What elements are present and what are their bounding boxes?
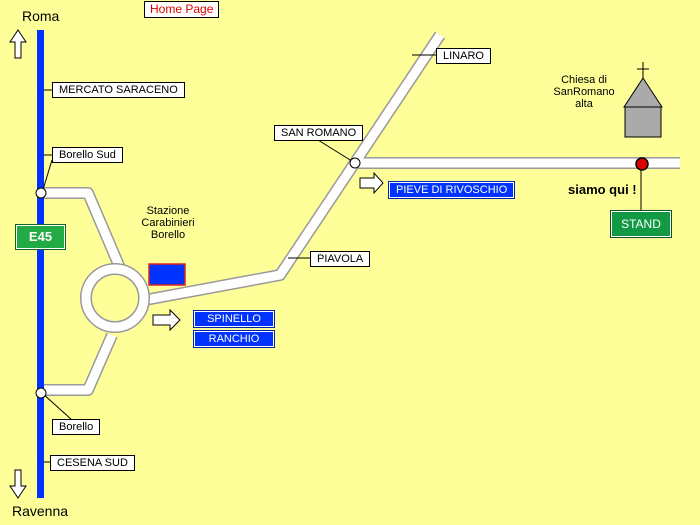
north-direction-label: Roma <box>22 8 60 24</box>
highway-shield: E45 <box>15 224 66 250</box>
church-label-line3: alta <box>575 98 593 110</box>
destination-ranchio: RANCHIO <box>193 330 275 348</box>
junction-borello-sud <box>35 187 47 199</box>
highway-e45 <box>37 30 44 498</box>
junction-san-romano <box>349 157 361 169</box>
church-label-line1: Chiesa di <box>561 74 607 86</box>
label-piavola: PIAVOLA <box>310 251 371 267</box>
label-borello: Borello <box>52 419 101 435</box>
carabinieri-station <box>148 263 186 286</box>
arrow-down-icon <box>9 469 27 499</box>
destination-pieve-di-rivoschio: PIEVE DI RIVOSCHIO <box>387 181 516 199</box>
arrow-right-icon <box>359 171 384 195</box>
label-mercato-saraceno: MERCATO SARACENO <box>52 82 185 98</box>
carabinieri-label-line2: Carabinieri <box>141 217 195 229</box>
location-marker-icon <box>635 157 649 171</box>
arrow-right-icon <box>152 308 181 332</box>
south-direction-label: Ravenna <box>12 503 69 519</box>
junction-borello <box>35 387 47 399</box>
label-borello-sud: Borello Sud <box>52 147 123 163</box>
label-cesena-sud: CESENA SUD <box>50 455 135 471</box>
stand-badge: STAND <box>610 210 672 238</box>
church-icon <box>623 77 663 138</box>
church-label: Chiesa di SanRomano alta <box>548 74 620 110</box>
destination-spinello: SPINELLO <box>193 310 275 328</box>
label-linaro: LINARO <box>436 48 491 64</box>
you-are-here-label: siamo qui ! <box>568 182 637 197</box>
home-page-link[interactable]: Home Page <box>144 1 220 18</box>
leader-lines <box>41 54 649 463</box>
carabinieri-label-line3: Borello <box>150 229 186 241</box>
roads <box>42 31 680 396</box>
arrow-up-icon <box>9 29 27 59</box>
label-san-romano: SAN ROMANO <box>274 125 364 141</box>
carabinieri-label-line1: Stazione <box>146 205 190 217</box>
church-label-line2: SanRomano <box>553 86 615 98</box>
carabinieri-label: Stazione Carabinieri Borello <box>136 205 200 241</box>
